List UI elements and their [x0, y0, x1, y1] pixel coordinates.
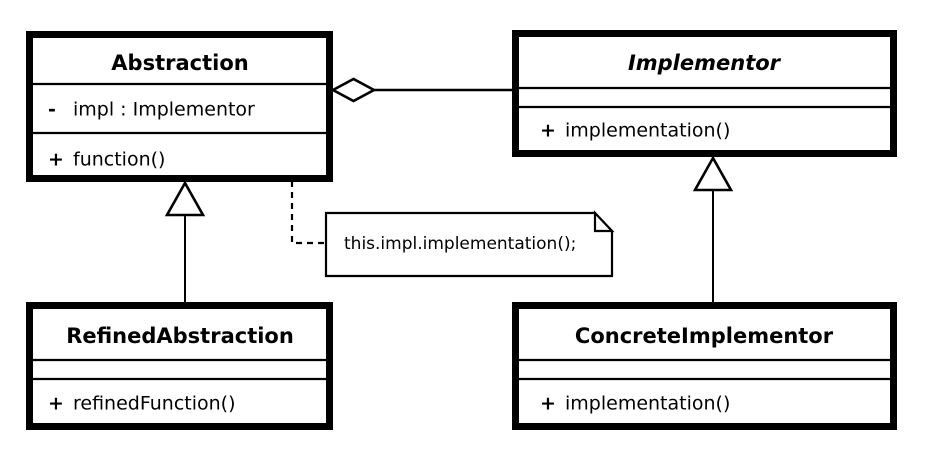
refined-abstraction-frame — [26, 302, 333, 430]
class-box-refined-abstraction[interactable]: RefinedAbstraction + refinedFunction() — [26, 302, 333, 430]
class-box-implementor[interactable]: Implementor + implementation() — [512, 30, 897, 157]
relationship-generalization-concrete-implementor — [692, 155, 734, 302]
implementor-op-0-visibility: + — [540, 120, 556, 142]
note-anchor-dashed-line — [290, 170, 325, 245]
note-folded-corner-icon — [593, 210, 615, 233]
implementor-class-name: Implementor — [628, 51, 782, 75]
implementor-op-0-text: implementation() — [565, 120, 730, 142]
abstraction-frame — [26, 31, 333, 182]
abstraction-attr-0-visibility: - — [48, 99, 56, 121]
note-frame — [324, 211, 614, 278]
hollow-diamond-icon — [330, 77, 377, 103]
abstraction-class-name: Abstraction — [111, 51, 248, 75]
refined-abstraction-class-name: RefinedAbstraction — [66, 324, 294, 348]
relationship-aggregation-abstraction-implementor — [330, 77, 512, 103]
class-box-abstraction[interactable]: Abstraction - impl : Implementor + funct… — [26, 31, 333, 182]
implementor-frame — [512, 30, 897, 157]
concrete-implementor-class-name: ConcreteImplementor — [575, 324, 834, 348]
relationship-generalization-refined-abstraction — [164, 180, 206, 302]
concrete-implementor-op-0-text: implementation() — [565, 393, 730, 415]
hollow-triangle-icon — [164, 180, 206, 217]
refined-abstraction-op-0-visibility: + — [48, 393, 64, 415]
concrete-implementor-op-0-visibility: + — [540, 393, 556, 415]
abstraction-attr-0-text: impl : Implementor — [73, 99, 255, 121]
refined-abstraction-op-0-text: refinedFunction() — [73, 393, 235, 415]
concrete-implementor-frame — [512, 302, 897, 430]
note-implementation-call[interactable]: this.impl.implementation(); — [324, 210, 615, 278]
note-text: this.impl.implementation(); — [344, 234, 576, 254]
abstraction-op-0-visibility: + — [48, 149, 64, 171]
abstraction-op-0-text: function() — [73, 149, 165, 171]
class-box-concrete-implementor[interactable]: ConcreteImplementor + implementation() — [512, 302, 897, 430]
hollow-triangle-icon — [692, 155, 734, 192]
